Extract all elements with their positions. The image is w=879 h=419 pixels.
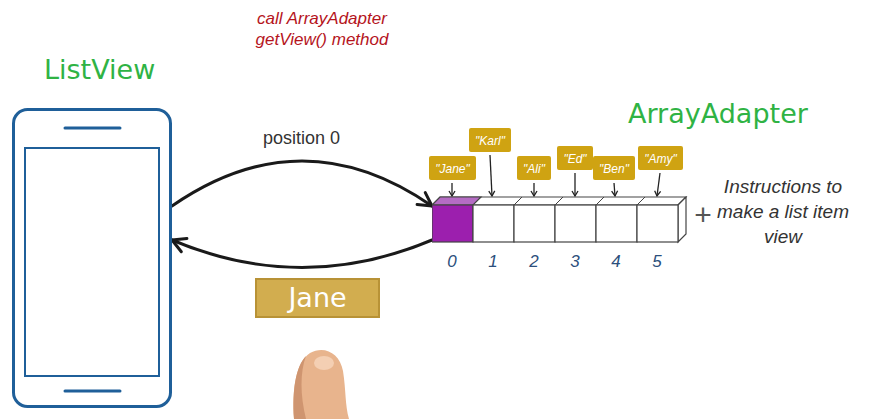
- cell-edge: [473, 197, 481, 205]
- cell-edge: [637, 197, 645, 205]
- plus-sign: +: [690, 198, 716, 232]
- phone-body: [14, 110, 171, 407]
- array-top-face: [432, 197, 686, 205]
- tag-text: "Ali": [523, 162, 545, 176]
- array-adapter: ArrayAdapter: [432, 196, 690, 244]
- name-tag: "Ben": [593, 156, 635, 180]
- leader-lines: [452, 155, 660, 196]
- leader-line: [533, 183, 534, 196]
- leader-line: [451, 183, 452, 196]
- edge-label: position 0: [260, 128, 343, 149]
- cell-edge: [596, 197, 604, 205]
- finger-shade: [294, 356, 307, 419]
- array-side-face: [678, 197, 686, 242]
- array-cell: [555, 205, 596, 242]
- pointing-finger: [294, 350, 350, 419]
- arrow-head: [417, 193, 432, 206]
- name-tag: "Ali": [517, 156, 551, 180]
- array-cell: [473, 205, 514, 242]
- index-number: 4: [605, 252, 627, 272]
- arrow-curve: [172, 161, 432, 206]
- name-tag: "Ed": [557, 146, 593, 170]
- cell-edge: [555, 197, 563, 205]
- phone-outline: [12, 108, 172, 408]
- leader-line: [574, 173, 575, 196]
- call-note: call ArrayAdapter getView() method: [236, 8, 408, 50]
- cell-edge: [678, 197, 686, 205]
- phone-speaker: [65, 127, 120, 130]
- index-number: 2: [523, 252, 545, 272]
- fingernail: [314, 356, 334, 370]
- name-tag: "Jane": [429, 156, 476, 180]
- returned-view: Jane: [255, 278, 380, 318]
- array-cell: [514, 205, 555, 242]
- index-number: 1: [482, 252, 504, 272]
- cell-edge: [514, 197, 522, 205]
- leader-line: [614, 183, 615, 196]
- result-text: Jane: [288, 282, 346, 313]
- component-title: ListView: [44, 54, 155, 85]
- tag-text: "Amy": [644, 152, 677, 166]
- finger: [294, 350, 349, 419]
- array-cells: [432, 196, 690, 244]
- instructions-note: Instructions to make a list item view: [710, 174, 856, 249]
- tag-text: "Karl": [475, 134, 505, 148]
- index-number: 5: [646, 252, 668, 272]
- tag-text: "Ed": [563, 152, 586, 166]
- name-tag: "Amy": [638, 146, 683, 170]
- name-tag: "Karl": [469, 128, 511, 152]
- leader-line: [657, 173, 660, 196]
- index-number: 3: [564, 252, 586, 272]
- array-cell: [637, 205, 678, 242]
- listview-phone: ListView: [12, 108, 172, 408]
- call-arrow: [172, 161, 432, 206]
- tag-text: "Jane": [435, 162, 470, 176]
- leader-line: [490, 155, 492, 196]
- array-cell: [596, 205, 637, 242]
- index-number: 0: [441, 252, 463, 272]
- phone-home-bar: [65, 390, 120, 393]
- arrow-head: [172, 239, 187, 252]
- array-cell: [432, 205, 473, 242]
- component-title: ArrayAdapter: [628, 98, 808, 129]
- tag-text: "Ben": [599, 162, 629, 176]
- call-arrow: [172, 239, 432, 268]
- arrow-curve: [172, 240, 432, 268]
- phone-screen: [25, 148, 159, 376]
- cell-top-highlight: [432, 197, 481, 205]
